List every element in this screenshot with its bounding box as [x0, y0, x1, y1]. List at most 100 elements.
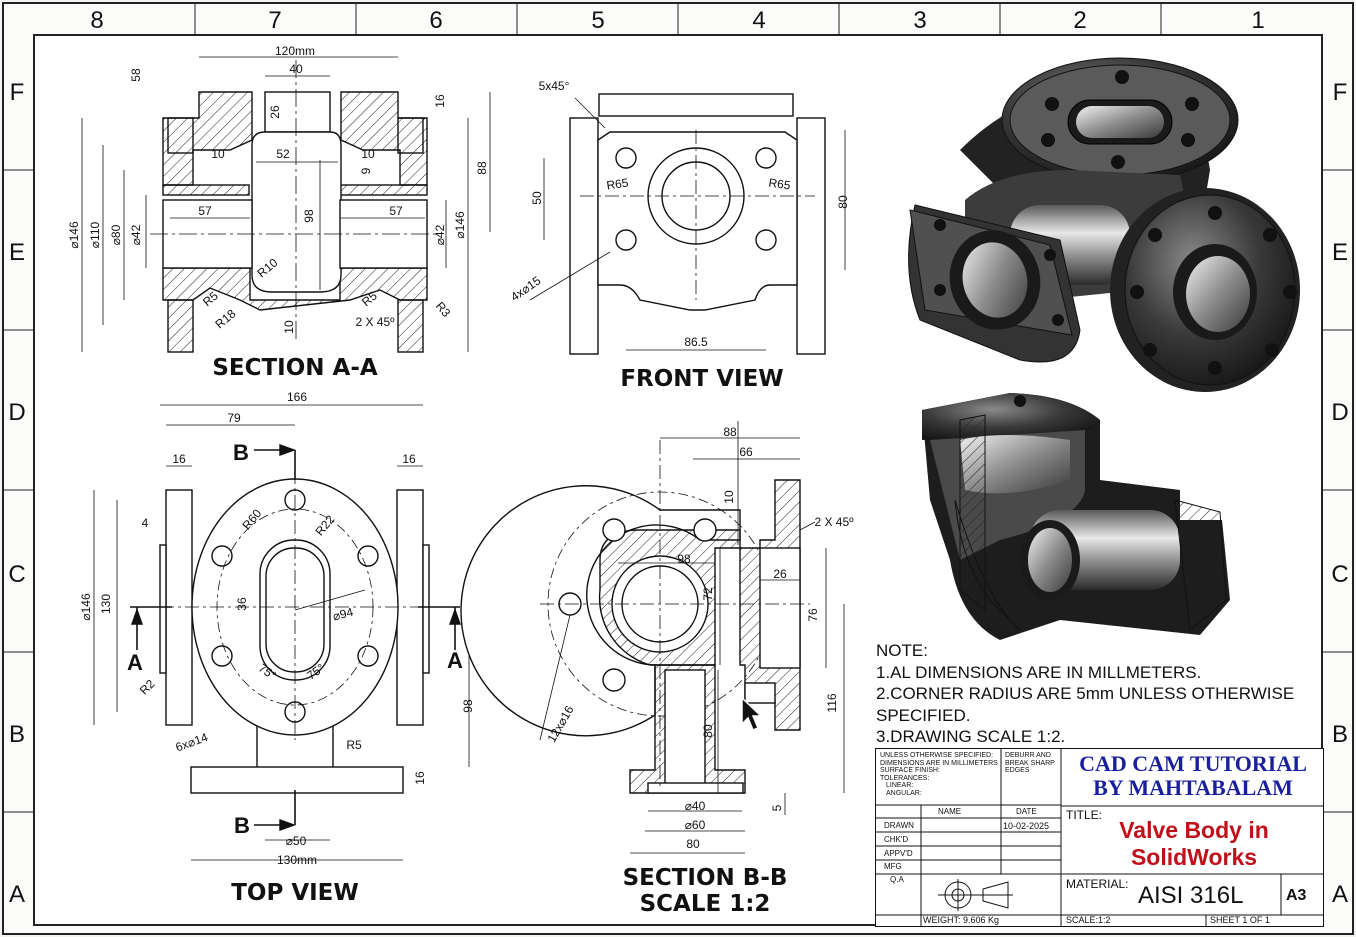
tolerance-line: ANGULAR:	[886, 789, 922, 797]
zone-ticks	[3, 3, 1353, 813]
dimension-label: 50	[530, 191, 544, 205]
dimension-label: 98	[302, 209, 316, 223]
isometric-render	[908, 57, 1300, 392]
tolerance-line: LINEAR:	[886, 782, 914, 790]
dimension-label: 166	[287, 390, 307, 404]
company-name: CAD CAM TUTORIAL BY MAHTABALAM	[1064, 752, 1322, 800]
dimension-label: 58	[129, 68, 143, 82]
zone-column-label: 7	[268, 7, 281, 34]
dimension-label: 66	[739, 445, 753, 459]
dimension-label: 86.5	[684, 335, 708, 349]
dimension-label: ⌀146	[67, 221, 81, 249]
row-mfg: MFG	[884, 862, 902, 871]
tolerance-line: TOLERANCES:	[880, 774, 930, 782]
zone-column-label: 8	[90, 7, 103, 34]
drawing-title: Valve Body in SolidWorks	[1074, 817, 1314, 871]
dimension-label: ⌀40	[685, 799, 706, 813]
sheet-number: SHEET 1 OF 1	[1210, 915, 1270, 925]
zone-row-label: D	[8, 399, 25, 426]
dimension-label: R65	[606, 176, 630, 193]
dimension-label: 16	[172, 452, 186, 466]
row-checked: CHK'D	[884, 835, 909, 844]
deburr-note: DEBURR AND BREAK SHARP EDGES	[1005, 752, 1055, 775]
dimension-label: 9	[359, 167, 373, 174]
zone-row-label: E	[1332, 239, 1348, 266]
dimension-label: ⌀146	[79, 593, 93, 621]
dimension-label: 116	[825, 693, 839, 712]
material-value: AISI 316L	[1138, 882, 1244, 909]
section-bb-drawing	[460, 421, 845, 854]
zone-column-label: 5	[591, 7, 604, 34]
date-column-header: DATE	[1016, 807, 1037, 816]
title-block: UNLESS OTHERWISE SPECIFIED: DIMENSIONS A…	[875, 748, 1324, 927]
zone-column-label: 4	[752, 7, 765, 34]
scale: SCALE:1:2	[1066, 915, 1111, 925]
note-line: SPECIFIED.	[876, 705, 971, 725]
dimension-label: 36	[235, 597, 249, 611]
dimension-label: 57	[389, 204, 403, 218]
front-view-drawing	[529, 93, 846, 355]
dimension-label: 4	[142, 516, 149, 530]
zone-row-label: F	[10, 79, 25, 106]
zone-row-label: E	[9, 239, 25, 266]
top-view-drawing	[93, 404, 470, 861]
dimension-label: ⌀110	[88, 221, 102, 248]
dimension-label: ⌀42	[433, 224, 447, 245]
tolerance-line: UNLESS OTHERWISE SPECIFIED:	[880, 752, 994, 759]
section-bb-scale: SCALE 1:2	[639, 891, 771, 917]
dimension-label: ⌀60	[685, 818, 706, 832]
company-line: BY MAHTABALAM	[1093, 775, 1293, 800]
dimension-label: 2 X 45º	[814, 515, 854, 529]
dimension-label: 88	[475, 161, 489, 175]
zone-column-label: 2	[1073, 7, 1086, 34]
title-label: TITLE:	[1066, 808, 1103, 822]
tolerance-line: SURFACE FINISH:	[880, 767, 940, 775]
dimension-label: 16	[402, 452, 416, 466]
note-line: 1.AL DIMENSIONS ARE IN MILLMETERS.	[876, 662, 1202, 682]
zone-row-label: A	[9, 881, 25, 908]
row-drawn: DRAWN	[884, 821, 914, 830]
dimension-label: 79	[227, 411, 241, 425]
zone-row-label: A	[1332, 881, 1348, 908]
section-bb-label: SECTION B-B	[622, 865, 788, 891]
dimension-label: ⌀50	[286, 834, 307, 848]
dimension-label: 88	[723, 425, 737, 439]
dimension-label: ⌀94	[331, 605, 355, 624]
title-line: Valve Body in	[1119, 817, 1269, 843]
isometric-section-render	[922, 393, 1230, 640]
deburr-line: BREAK SHARP	[1005, 759, 1055, 767]
dimension-label: 26	[268, 105, 282, 119]
zone-row-label: B	[9, 721, 25, 748]
dimension-label: 76	[806, 608, 820, 622]
section-aa-label: SECTION A-A	[212, 355, 378, 381]
dimension-label: 40	[289, 62, 303, 76]
dimension-label: R5	[346, 738, 362, 752]
dimension-label: 72	[701, 587, 715, 601]
section-marker: A	[447, 648, 463, 673]
tolerance-note: UNLESS OTHERWISE SPECIFIED: DIMENSIONS A…	[880, 752, 998, 798]
zone-column-label: 6	[429, 7, 442, 34]
dimension-label: ⌀146	[453, 211, 467, 239]
dimension-label: 16	[413, 771, 427, 785]
dimension-label: 5x45°	[539, 79, 570, 93]
dimension-label: 10	[211, 147, 225, 161]
dimension-label: 120mm	[275, 44, 315, 58]
dimension-label: 98	[461, 699, 475, 713]
deburr-line: EDGES	[1005, 767, 1030, 775]
dimension-label: R65	[768, 176, 792, 193]
title-block-grid	[876, 749, 1323, 926]
dimension-label: 80	[701, 724, 715, 738]
note-line: 2.CORNER RADIUS ARE 5mm UNLESS OTHERWISE	[876, 684, 1295, 703]
dimension-label: 80	[686, 837, 700, 851]
zone-row-label: D	[1331, 399, 1348, 426]
dimension-label: ⌀80	[109, 224, 123, 245]
row-qa: Q.A	[890, 875, 904, 884]
dimension-label: 16	[433, 94, 447, 108]
section-marker: B	[233, 440, 249, 465]
zone-column-label: 1	[1251, 7, 1264, 34]
dimension-label: 57	[198, 204, 212, 218]
